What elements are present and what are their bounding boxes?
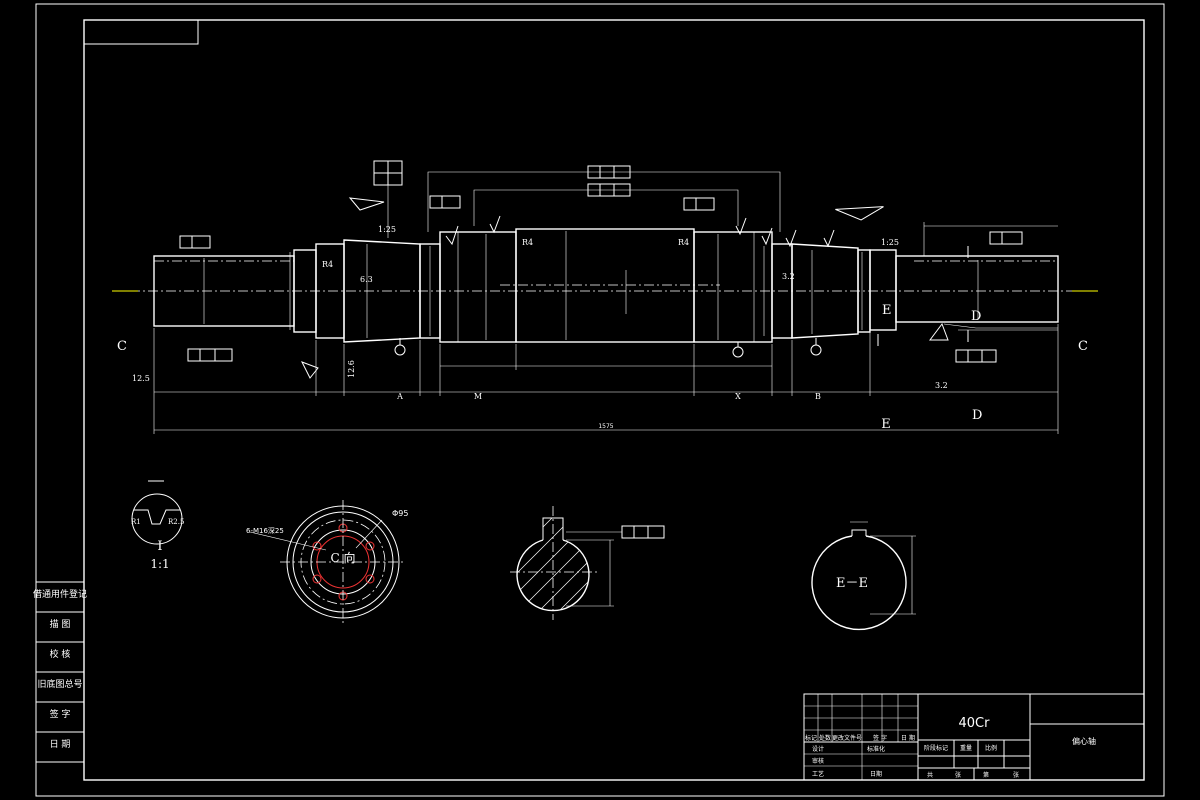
finish-3-2: 3.2 (935, 381, 948, 390)
detail-view-i: R1 R2.5 I 1:1 (131, 480, 184, 571)
tb-count: 处数 (819, 734, 831, 742)
tb-sheets: 张 (955, 771, 961, 779)
taper-left: 1:25 (378, 225, 396, 234)
marker-c-right: C (1078, 339, 1088, 354)
dim-overall: 1575 (598, 423, 613, 430)
dim-label-e: E (881, 417, 891, 432)
detail-scale: 1:1 (150, 557, 169, 571)
side-row-4: 旧底图总号 (37, 678, 82, 690)
side-row-6: 日 期 (50, 739, 71, 750)
right-journal (895, 255, 1059, 323)
marker-d-upper: D (971, 309, 981, 324)
dim-seg-b: B (815, 392, 821, 401)
detail-r1: R1 (131, 518, 141, 526)
right-bearing-seat (693, 231, 773, 343)
dim-seg-x: X (735, 392, 741, 401)
title-block: 标记 处数 更改文件号 签 字 日 期 设计 标准化 审核 工艺 日期 40Cr… (803, 693, 1145, 781)
tb-process: 工艺 (812, 770, 824, 778)
tb-change-doc: 更改文件号 (832, 734, 862, 742)
tb-sheet-no: 第 (983, 771, 989, 779)
detail-r23: R2.5 (168, 518, 184, 526)
tb-sheet-suffix: 张 (1013, 771, 1019, 779)
diameter-95: Φ95 (392, 509, 408, 518)
dim-seg-a: A (396, 392, 403, 401)
tb-process-date: 日期 (870, 770, 882, 778)
finish-12-6: 12.6 (347, 360, 356, 378)
finish-3-2b: 3.2 (782, 272, 795, 281)
tolerance-frames (179, 160, 1023, 363)
tb-standard: 标准化 (867, 745, 885, 753)
outer-frame (35, 3, 1165, 797)
side-row-1: 借通用件登记 (33, 588, 87, 600)
side-row-3: 校 核 (50, 648, 71, 660)
tb-sign: 签 字 (873, 734, 887, 742)
tb-total: 共 (927, 771, 933, 779)
marker-d-lower: D (972, 408, 982, 423)
left-bearing-seat (439, 231, 517, 343)
tb-design: 设计 (812, 745, 824, 753)
side-register-table: 借通用件登记 描 图 校 核 旧底图总号 签 字 日 期 (33, 581, 87, 763)
finish-6-3: 6.3 (360, 275, 373, 284)
shaft-main-view: 1575 A M X B E 12.5 12.6 6.3 3.2 3.2 1:2… (112, 160, 1098, 434)
right-taper (791, 243, 859, 339)
side-row-5: 签 字 (50, 708, 71, 720)
drawing-frame (83, 19, 1145, 781)
marker-c-left: C (117, 339, 127, 354)
c-view-label: C 向 (331, 550, 356, 565)
detail-label: I (157, 539, 162, 554)
material: 40Cr (959, 716, 991, 731)
finish-12-5: 12.5 (132, 374, 150, 383)
tb-date: 日 期 (901, 734, 915, 742)
dim-seg-m: M (474, 392, 482, 401)
radius-left: R4 (322, 260, 333, 269)
tb-stage: 阶段标记 (924, 744, 948, 752)
marker-e-upper: E (882, 303, 892, 318)
keyway-section (510, 506, 665, 620)
radius-mid-left: R4 (522, 238, 533, 247)
right-step-2 (869, 249, 897, 331)
tb-scale: 比例 (985, 744, 997, 752)
holes-callout: 6-M16深25 (246, 526, 284, 535)
tb-mark: 标记 (805, 734, 817, 742)
section-e-label: E－E (836, 576, 868, 591)
side-row-2: 描 图 (50, 618, 71, 630)
taper-right: 1:25 (881, 238, 899, 247)
top-left-code-box (83, 19, 199, 45)
tb-weight: 重量 (960, 744, 972, 752)
eccentric-body (515, 228, 695, 343)
end-view-c: 6-M16深25 Φ95 C 向 (246, 500, 408, 624)
tb-check: 审核 (812, 757, 824, 765)
section-e-e: E－E (811, 521, 916, 631)
radius-mid-right: R4 (678, 238, 689, 247)
part-name: 偏心轴 (1072, 736, 1096, 746)
